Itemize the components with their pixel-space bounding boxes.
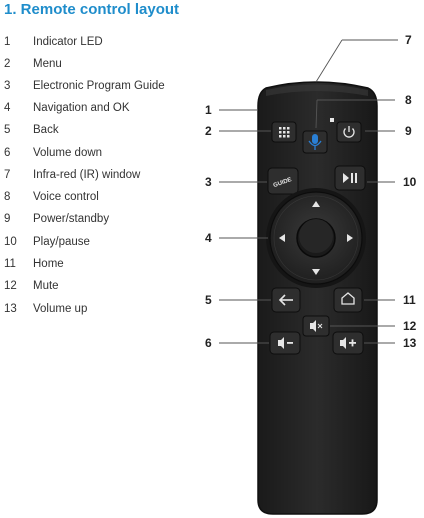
callout-number: 8: [405, 93, 412, 107]
legend-number: 5: [4, 124, 11, 136]
legend-number: 11: [4, 258, 16, 270]
legend-number: 13: [4, 303, 17, 315]
legend-number: 8: [4, 191, 11, 203]
remote-top-edge: [266, 84, 368, 96]
page-title: 1. Remote control layout: [4, 1, 180, 18]
callout-number: 5: [205, 293, 212, 307]
legend-number: 4: [4, 102, 11, 114]
legend-label: Mute: [33, 280, 59, 292]
legend-label: Infra-red (IR) window: [33, 169, 141, 181]
up-arrow-icon: [312, 201, 320, 207]
legend-number: 1: [4, 36, 11, 48]
home-icon: [341, 292, 355, 305]
callout-leaders: [219, 39, 398, 344]
volume-down-button[interactable]: [269, 331, 301, 355]
power-button[interactable]: [336, 121, 362, 143]
legend-number: 9: [4, 213, 11, 225]
legend-number: 2: [4, 58, 11, 70]
callout-number: 10: [403, 175, 417, 189]
legend-number: 6: [4, 147, 11, 159]
legend-number: 12: [4, 280, 17, 292]
back-arrow-icon: [278, 294, 293, 306]
home-button[interactable]: [333, 287, 363, 313]
legend-label: Navigation and OK: [33, 102, 130, 114]
legend-label: Indicator LED: [33, 36, 103, 48]
grid-icon: [279, 127, 290, 138]
callout-number: 3: [205, 175, 212, 189]
legend-label: Menu: [33, 58, 62, 70]
mute-icon: [310, 320, 323, 332]
legend-number: 3: [4, 80, 11, 92]
left-arrow-icon: [279, 234, 285, 242]
voice-control-button[interactable]: [302, 130, 328, 154]
callout-number: 11: [403, 293, 416, 307]
legend-label: Volume down: [33, 147, 103, 159]
down-arrow-icon: [312, 269, 320, 275]
legend-number: 7: [4, 169, 11, 181]
legend-label: Back: [33, 124, 59, 136]
callout-number: 7: [405, 33, 412, 47]
play-pause-icon: [343, 173, 357, 183]
legend-label: Electronic Program Guide: [33, 80, 165, 92]
callout-number: 13: [403, 336, 417, 350]
volume-down-icon: [278, 337, 293, 349]
volume-up-icon: [340, 337, 356, 349]
legend-label: Play/pause: [33, 236, 90, 248]
callout-number: 4: [205, 231, 212, 245]
play-pause-button[interactable]: [334, 165, 366, 191]
legend-number: 10: [4, 236, 17, 248]
right-arrow-icon: [347, 234, 353, 242]
callout-number: 1: [205, 103, 212, 117]
menu-button[interactable]: [271, 121, 297, 143]
callout-number: 2: [205, 124, 212, 138]
power-icon: [343, 126, 355, 138]
legend-label: Voice control: [33, 191, 99, 203]
callout-number: 9: [405, 124, 412, 138]
legend-label: Volume up: [33, 303, 88, 315]
back-button[interactable]: [271, 287, 301, 313]
microphone-icon: [308, 134, 322, 150]
direction-arrows-icon: [279, 201, 353, 275]
callout-number: 12: [403, 319, 417, 333]
callout-number: 6: [205, 336, 212, 350]
mute-button[interactable]: [302, 315, 330, 337]
guide-button[interactable]: GUIDE: [267, 167, 299, 195]
legend-label: Home: [33, 258, 64, 270]
volume-up-button[interactable]: [332, 331, 364, 355]
indicator-dot: [330, 118, 334, 122]
ok-button[interactable]: [296, 218, 336, 258]
legend-label: Power/standby: [33, 213, 110, 225]
